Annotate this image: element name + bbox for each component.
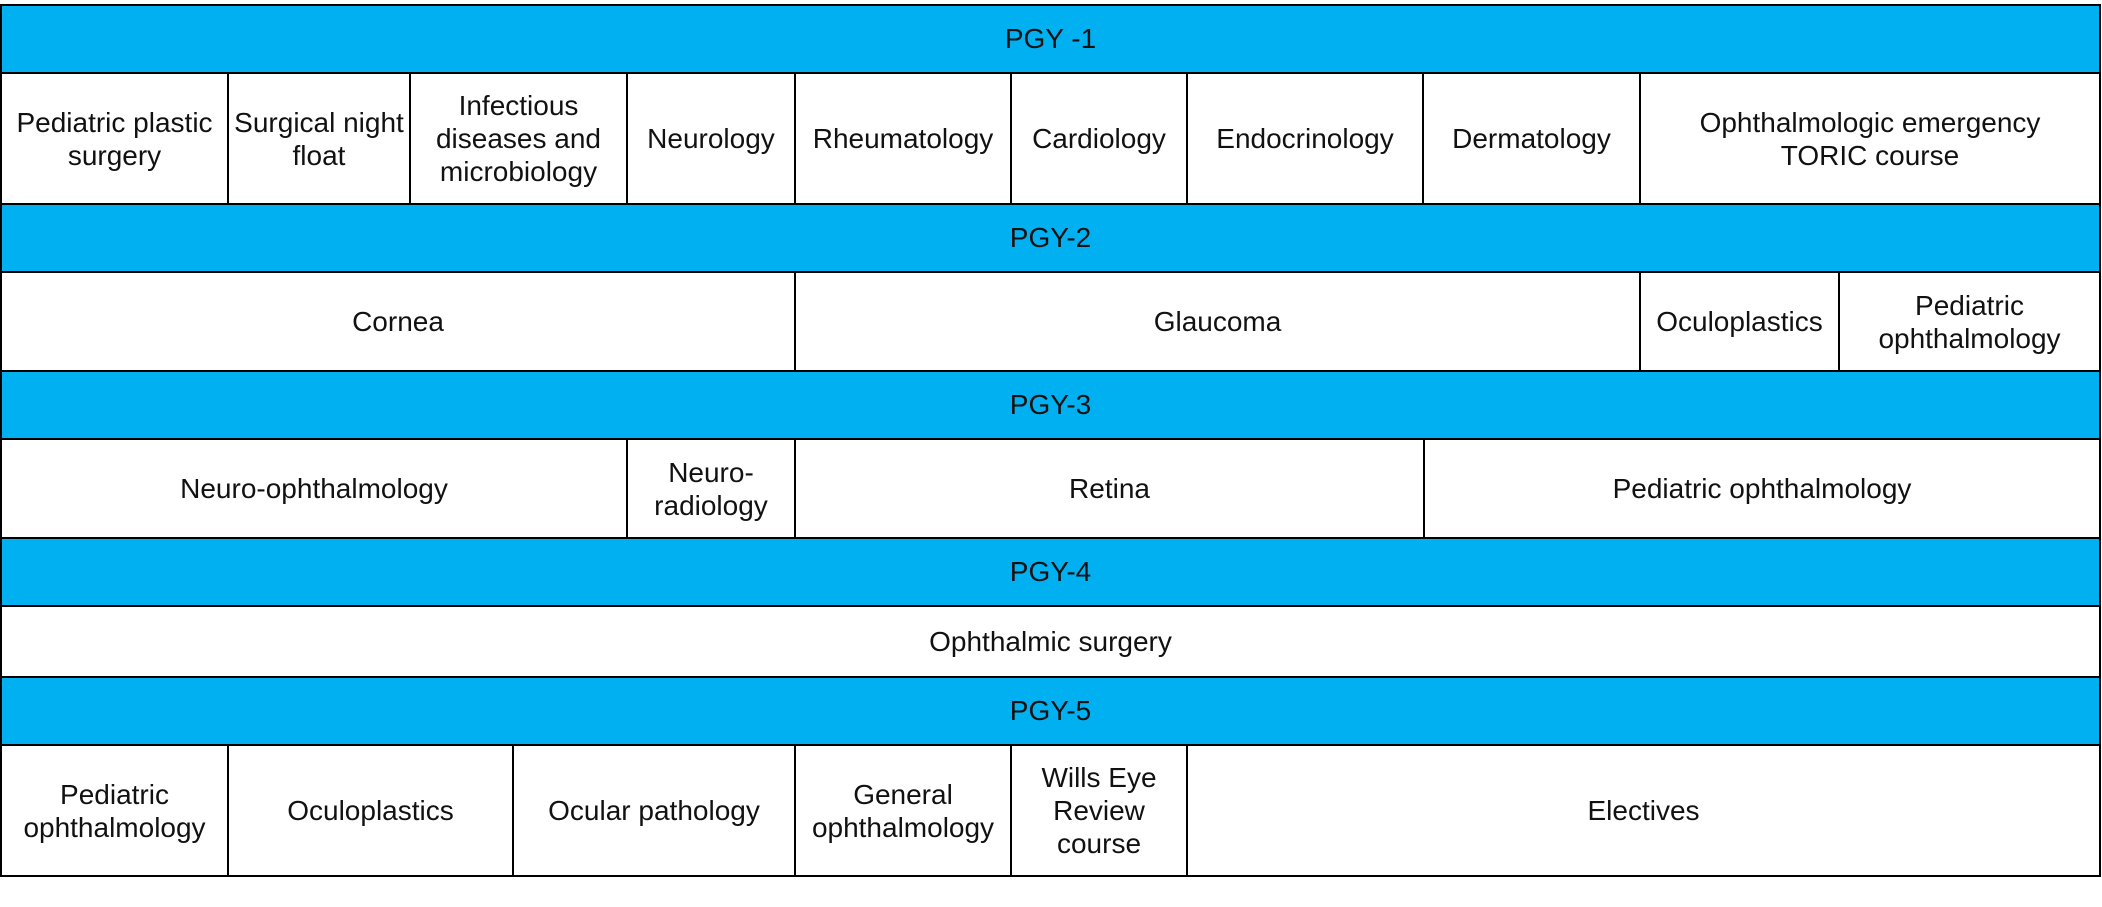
rotation-cell: Wills Eye Review course — [1012, 746, 1188, 875]
rotation-cell: Cardiology — [1012, 74, 1188, 203]
rotation-cell: Pediatric ophthalmology — [1840, 273, 2101, 370]
rotation-row-pgy1: Pediatric plastic surgery Surgical night… — [0, 72, 2101, 203]
year-header-pgy2: PGY-2 — [0, 203, 2101, 271]
rotation-cell: Endocrinology — [1188, 74, 1424, 203]
rotation-cell: Pediatric plastic surgery — [2, 74, 229, 203]
rotation-cell: General ophthalmology — [796, 746, 1012, 875]
rotation-cell: Rheumatology — [796, 74, 1012, 203]
year-header-pgy3: PGY-3 — [0, 370, 2101, 438]
rotation-cell: Neurology — [628, 74, 796, 203]
residency-schedule-diagram: PGY -1 Pediatric plastic surgery Surgica… — [0, 4, 2101, 877]
rotation-row-pgy4: Ophthalmic surgery — [0, 605, 2101, 676]
rotation-cell: Neuro- radiology — [628, 440, 796, 537]
rotation-cell: Electives — [1188, 746, 2101, 875]
rotation-cell: Cornea — [2, 273, 796, 370]
rotation-cell: Retina — [796, 440, 1425, 537]
year-header-pgy5: PGY-5 — [0, 676, 2101, 744]
rotation-cell: Pediatric ophthalmology — [1425, 440, 2101, 537]
rotation-row-pgy5: Pediatric ophthalmology Oculoplastics Oc… — [0, 744, 2101, 877]
rotation-cell: Glaucoma — [796, 273, 1641, 370]
rotation-cell: Infectious diseases and microbiology — [411, 74, 628, 203]
rotation-row-pgy3: Neuro-ophthalmology Neuro- radiology Ret… — [0, 438, 2101, 537]
rotation-cell: Neuro-ophthalmology — [2, 440, 628, 537]
year-header-pgy1: PGY -1 — [0, 4, 2101, 72]
rotation-cell: Surgical night float — [229, 74, 411, 203]
year-header-pgy4: PGY-4 — [0, 537, 2101, 605]
rotation-cell: Ophthalmologic emergency TORIC course — [1641, 74, 2101, 203]
rotation-cell: Ophthalmic surgery — [2, 607, 2101, 676]
rotation-cell: Oculoplastics — [229, 746, 514, 875]
rotation-cell: Pediatric ophthalmology — [2, 746, 229, 875]
rotation-cell: Dermatology — [1424, 74, 1641, 203]
rotation-cell: Ocular pathology — [514, 746, 796, 875]
rotation-row-pgy2: Cornea Glaucoma Oculoplastics Pediatric … — [0, 271, 2101, 370]
rotation-cell: Oculoplastics — [1641, 273, 1840, 370]
